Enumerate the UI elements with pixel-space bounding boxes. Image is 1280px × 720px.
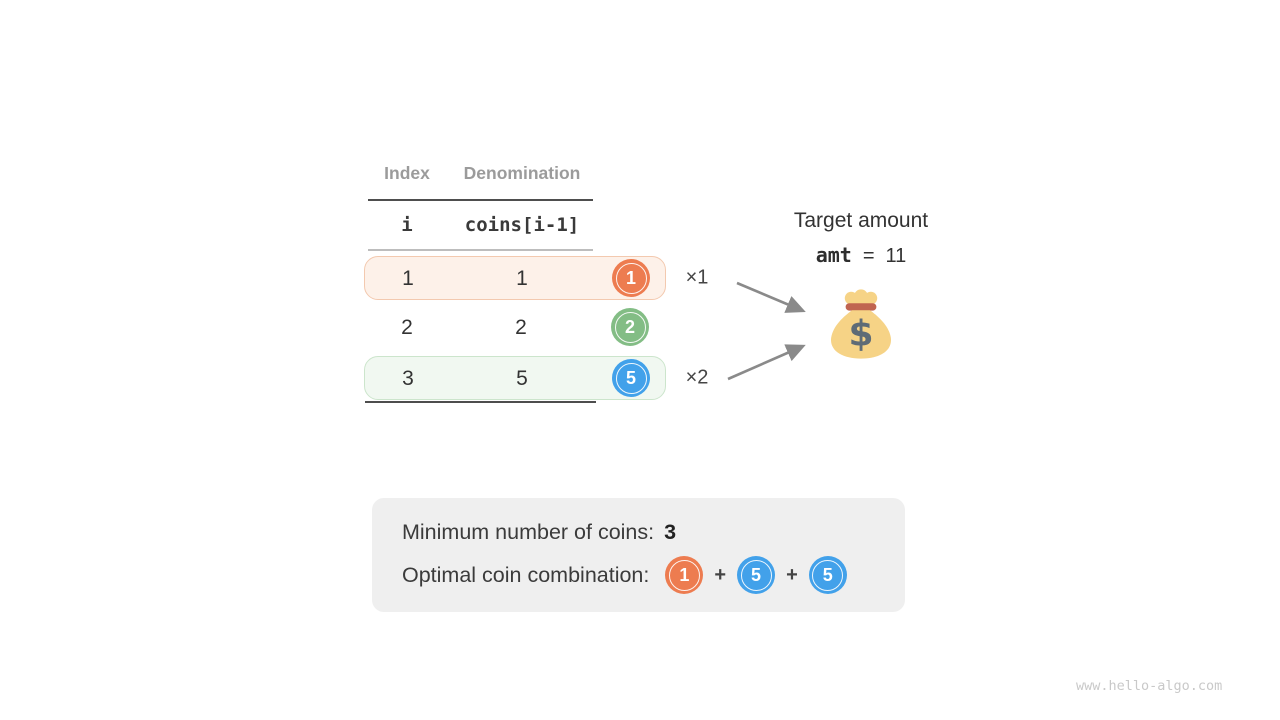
summary-box: Minimum number of coins: 3 Optimal coin … [372, 498, 905, 612]
multiplier-row1: ×1 [685, 266, 709, 289]
min-coins-value: 3 [664, 519, 677, 544]
equals-sign: = [862, 245, 875, 267]
coin-2-icon: 2 [611, 308, 649, 346]
dollar-sign: $ [848, 313, 873, 354]
table-row-2: 2 2 2 [364, 306, 666, 350]
table-rule-top [368, 199, 593, 201]
min-coins-line: Minimum number of coins: 3 [402, 516, 676, 548]
table-rule-bottom [365, 401, 596, 403]
row3-index: 3 [402, 367, 414, 390]
coin-5-icon: 5 [612, 359, 650, 397]
table-rule-middle [368, 249, 593, 251]
arrow-x1-to-bag [736, 281, 806, 313]
min-coins-label: Minimum number of coins: [402, 519, 655, 544]
optimal-combination-label: Optimal coin combination: [402, 562, 650, 587]
coin-1-icon: 1 [665, 556, 704, 594]
row3-denomination: 5 [516, 367, 528, 390]
target-amount-equation: amt = 11 [816, 243, 907, 268]
row2-index: 2 [401, 316, 413, 339]
coin-5-icon: 5 [808, 556, 847, 594]
coin-5-icon: 5 [737, 556, 776, 594]
subheader-coins: coins[i-1] [464, 214, 580, 236]
column-header-denomination: Denomination [463, 163, 581, 183]
plus-sign: + [714, 563, 727, 586]
plus-sign: + [786, 563, 798, 586]
arrow-x2-to-bag [727, 344, 806, 381]
arrows-to-bag [727, 281, 806, 381]
optimal-combination-line: Optimal coin combination: 1 + 5 + 5 [402, 554, 847, 596]
target-amount-value: 11 [885, 245, 907, 267]
table-row-1: 1 1 1 [364, 256, 666, 300]
watermark: www.hello-algo.com [1076, 678, 1223, 694]
target-amount-label: Target amount [793, 209, 929, 232]
row1-index: 1 [402, 267, 414, 290]
amt-variable: amt [815, 243, 852, 267]
row2-denomination: 2 [515, 316, 527, 339]
subheader-i: i [401, 214, 413, 236]
optimal-combination-coins: 1 + 5 + 5 [665, 556, 847, 594]
table-row-3: 3 5 5 [364, 356, 666, 400]
money-bag-icon: $ [830, 289, 892, 359]
row1-denomination: 1 [516, 267, 528, 290]
column-header-index: Index [384, 163, 430, 183]
coin-1-icon: 1 [612, 259, 650, 297]
multiplier-row3: ×2 [685, 366, 709, 389]
